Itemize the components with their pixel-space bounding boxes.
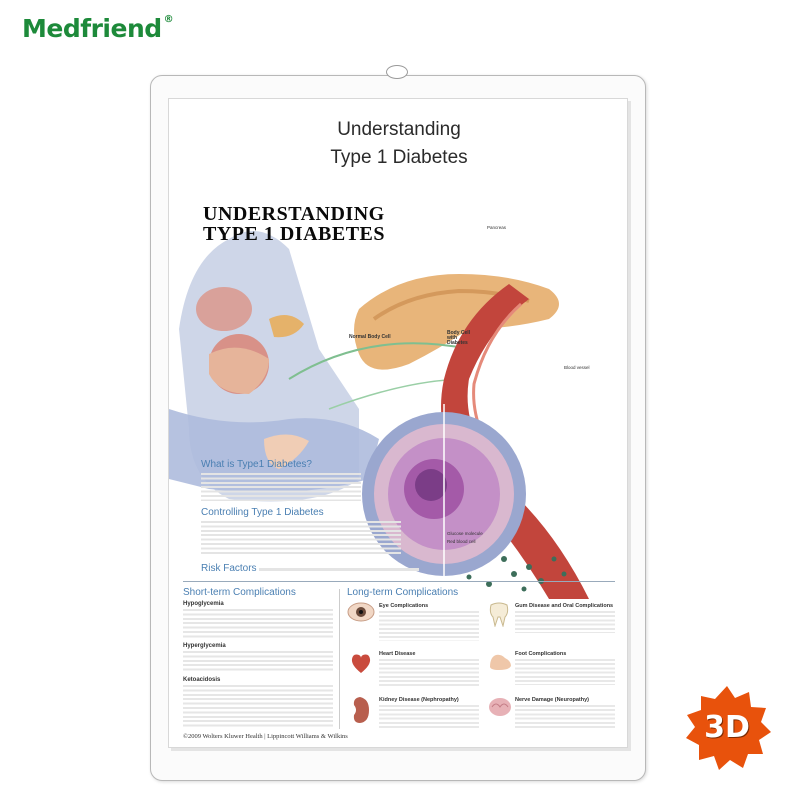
- lt-eye-title: Eye Complications: [379, 603, 429, 609]
- anatomy-illustration: [169, 231, 589, 599]
- risk-text: [259, 568, 419, 571]
- section-risk: Risk Factors: [201, 563, 257, 574]
- controlling-text: [201, 521, 401, 555]
- section-short-term: Short-term Complications: [183, 587, 296, 598]
- lt-foot-text: [515, 659, 615, 685]
- lt-kidney-text: [379, 705, 479, 729]
- lt-heart-title: Heart Disease: [379, 651, 416, 657]
- lt-eye-text: [379, 611, 479, 641]
- overlay-title-line1: UNDERSTANDING: [203, 203, 385, 225]
- poster-title-line1: Understanding: [337, 119, 461, 140]
- label-diabetic-cell: Body Cell with Diabetes: [447, 330, 471, 346]
- label-pancreas: Pancreas: [487, 225, 507, 230]
- brand-logo: Medfriend®: [22, 14, 174, 43]
- lt-nerve-title: Nerve Damage (Neuropathy): [515, 697, 589, 703]
- column-divider: [339, 589, 340, 729]
- poster: Understanding Type 1 Diabetes UNDERSTAND…: [168, 98, 628, 748]
- subsection-hyperglycemia: Hyperglycemia: [183, 643, 226, 649]
- lt-gum-title: Gum Disease and Oral Complications: [515, 603, 614, 609]
- overlay-title-line2: TYPE 1 DIABETES: [203, 223, 385, 245]
- tooth-icon: [489, 602, 509, 627]
- lt-gum-text: [515, 611, 615, 633]
- poster-title-line2: Type 1 Diabetes: [330, 147, 468, 168]
- brain-icon: [489, 698, 511, 716]
- label-normal-cell: Normal Body Cell: [349, 334, 391, 340]
- hyperglycemia-text: [183, 651, 333, 673]
- kidney-icon: [353, 697, 369, 723]
- subsection-hypoglycemia: Hypoglycemia: [183, 601, 224, 607]
- lt-nerve-text: [515, 705, 615, 729]
- copyright: ©2009 Wolters Kluwer Health | Lippincott…: [183, 733, 348, 740]
- eye-icon: [347, 602, 375, 622]
- lt-heart-text: [379, 659, 479, 687]
- hypoglycemia-text: [183, 609, 333, 639]
- brand-name: Medfriend: [22, 14, 162, 43]
- registered-mark: ®: [163, 14, 174, 25]
- 3d-badge-label: 3D: [704, 710, 750, 745]
- what-is-text: [201, 473, 361, 501]
- foot-icon: [490, 654, 511, 670]
- label-glucose: Glucose molecule: [447, 531, 483, 536]
- label-blood-vessel: Blood vessel: [564, 365, 590, 370]
- lt-kidney-title: Kidney Disease (Nephropathy): [379, 697, 459, 703]
- lt-foot-title: Foot Complications: [515, 651, 567, 657]
- overlay-title: UNDERSTANDING TYPE 1 DIABETES: [203, 204, 385, 244]
- section-what-is: What is Type1 Diabetes?: [201, 459, 312, 470]
- label-red-blood-cell: Red blood cell: [447, 539, 476, 544]
- ketoacidosis-text: [183, 685, 333, 727]
- subsection-ketoacidosis: Ketoacidosis: [183, 677, 221, 683]
- section-long-term: Long-term Complications: [347, 587, 459, 598]
- section-controlling: Controlling Type 1 Diabetes: [201, 507, 324, 518]
- 3d-badge-icon: [686, 686, 771, 770]
- heart-icon: [351, 654, 371, 673]
- hanging-hole: [386, 65, 408, 79]
- section-divider: [183, 581, 615, 582]
